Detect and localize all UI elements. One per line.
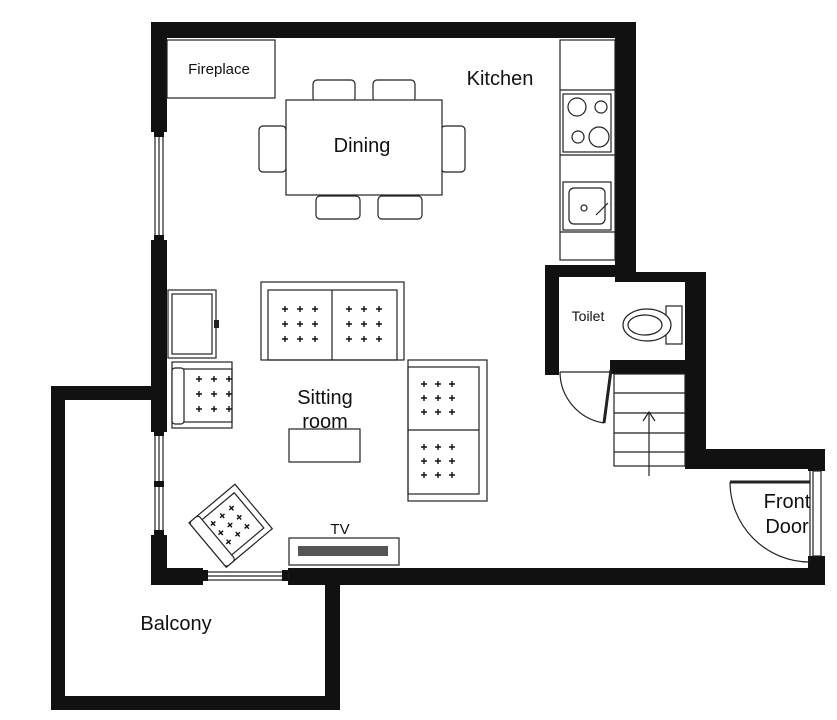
tuft-mark: [435, 458, 441, 464]
tuft-mark: [227, 522, 233, 528]
tuft-mark: [435, 472, 441, 478]
fireplace: Fireplace: [166, 39, 276, 99]
tuft-mark: [346, 336, 352, 342]
tuft-mark: [435, 409, 441, 415]
tv-unit: TV: [288, 521, 400, 566]
tuft-mark: [210, 520, 216, 527]
loveseat-tufts: [421, 381, 455, 478]
tuft-mark: [421, 444, 427, 450]
staircase: [613, 373, 686, 476]
tuft-mark: [312, 321, 318, 327]
front-door: Front Door: [729, 470, 822, 563]
tuft-mark: [211, 376, 217, 382]
tuft-mark: [346, 321, 352, 327]
rotated-armchair: [188, 483, 274, 569]
tuft-mark: [282, 321, 288, 327]
tuft-mark: [421, 381, 427, 387]
balcony-label: Balcony: [140, 613, 211, 635]
tuft-mark: [226, 376, 232, 382]
tuft-mark: [435, 395, 441, 401]
tuft-mark: [211, 406, 217, 412]
toilet-label: Toilet: [572, 308, 605, 324]
tuft-mark: [211, 391, 217, 397]
tuft-mark: [421, 395, 427, 401]
tuft-mark: [219, 513, 226, 519]
tuft-mark: [421, 409, 427, 415]
tuft-mark: [421, 472, 427, 478]
tuft-mark: [282, 336, 288, 342]
tuft-mark: [282, 306, 288, 312]
side-cabinet: [167, 289, 219, 359]
front-door-label-line1: Front: [764, 491, 811, 513]
balcony: [51, 386, 340, 710]
walls: [151, 22, 825, 585]
tuft-mark: [449, 458, 455, 464]
tuft-mark: [196, 376, 202, 382]
windows: [154, 131, 289, 581]
tv-label: TV: [330, 521, 349, 538]
loveseat: [407, 359, 488, 502]
tuft-mark: [361, 306, 367, 312]
kitchen-label: Kitchen: [467, 68, 534, 90]
coffee-table: [288, 428, 361, 463]
tuft-mark: [244, 523, 250, 530]
tuft-mark: [218, 529, 224, 536]
tuft-mark: [236, 514, 242, 521]
armchair: [171, 361, 233, 429]
toilet-door: [559, 369, 613, 424]
sofa-tufts: [282, 306, 382, 342]
tuft-mark: [361, 321, 367, 327]
tuft-mark: [312, 306, 318, 312]
tuft-mark: [297, 306, 303, 312]
toilet: Toilet: [572, 305, 683, 345]
tuft-mark: [297, 336, 303, 342]
tuft-mark: [376, 306, 382, 312]
tuft-mark: [449, 381, 455, 387]
rotated-armchair-tufts: [210, 505, 250, 545]
tv-screen: [298, 546, 388, 556]
sink: [562, 181, 612, 231]
tuft-mark: [234, 531, 241, 537]
sofa: [260, 281, 405, 361]
tuft-mark: [435, 444, 441, 450]
tuft-mark: [449, 444, 455, 450]
armchair-tufts: [196, 376, 232, 412]
tuft-mark: [297, 321, 303, 327]
kitchen-counter: Kitchen: [467, 39, 616, 261]
sitting-room-label-line1: Sitting: [297, 387, 353, 409]
tuft-mark: [435, 381, 441, 387]
stove: [562, 93, 612, 153]
tuft-mark: [346, 306, 352, 312]
tuft-mark: [312, 336, 318, 342]
tuft-mark: [449, 395, 455, 401]
front-door-label-line2: Door: [765, 516, 809, 538]
tuft-mark: [361, 336, 367, 342]
tuft-mark: [449, 409, 455, 415]
tuft-mark: [376, 321, 382, 327]
tuft-mark: [196, 391, 202, 397]
tuft-mark: [226, 406, 232, 412]
fireplace-label: Fireplace: [188, 61, 250, 78]
sitting-room-label-line2: room: [302, 411, 348, 433]
dining-table: Dining: [258, 79, 466, 220]
tuft-mark: [421, 458, 427, 464]
tuft-mark: [226, 391, 232, 397]
tuft-mark: [225, 539, 232, 545]
stairs-arrow-icon: [642, 410, 656, 422]
tuft-mark: [376, 336, 382, 342]
tuft-mark: [449, 472, 455, 478]
tuft-mark: [196, 406, 202, 412]
dining-label: Dining: [334, 135, 391, 157]
tuft-mark: [228, 505, 235, 511]
